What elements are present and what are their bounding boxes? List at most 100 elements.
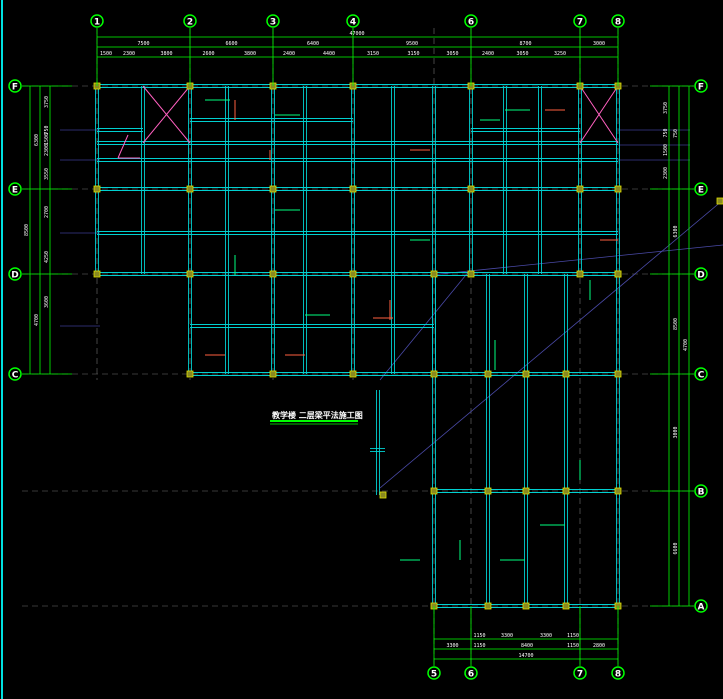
axis-bubble — [694, 79, 708, 93]
axis-bubble — [611, 14, 625, 28]
column — [93, 185, 101, 193]
column — [430, 370, 438, 378]
column — [562, 487, 570, 495]
beam-annotations — [205, 99, 618, 561]
dim-left-row3: 4250 — [44, 251, 50, 263]
column — [349, 370, 357, 378]
column — [522, 370, 530, 378]
column — [186, 370, 194, 378]
axis-bubble — [8, 79, 22, 93]
axis-bubble — [694, 367, 708, 381]
column — [614, 487, 622, 495]
dim-left-row3: 3550 — [44, 168, 50, 180]
axis-bubble — [573, 14, 587, 28]
column — [186, 185, 194, 193]
leader-line — [379, 199, 723, 489]
axis-label: 3 — [270, 17, 276, 27]
dim-bottom-row1: 3300 — [501, 633, 513, 639]
dim-right-row3: 2300 — [663, 167, 669, 179]
dim-left-row3: 3600 — [44, 296, 50, 308]
column — [614, 270, 622, 278]
dim-right-row2: 3000 — [673, 426, 679, 438]
dim-top-row3: 1500 — [100, 51, 112, 57]
axis-bubble — [266, 14, 280, 28]
column — [467, 185, 475, 193]
axis-bubble — [573, 666, 587, 680]
leader-line — [379, 269, 471, 381]
dim-left-row2: 6300 — [34, 134, 40, 146]
dim-right-row2: 750 — [673, 129, 679, 138]
axis-bubble — [8, 182, 22, 196]
dim-bottom-row2: 3300 — [446, 643, 458, 649]
axis-label: 5 — [431, 669, 437, 679]
grid-extension-lines — [22, 28, 694, 666]
leader-line — [429, 244, 723, 276]
axis-bubble — [694, 599, 708, 613]
axis-bubble — [427, 666, 441, 680]
dim-top-total: 47000 — [349, 31, 364, 37]
dim-top-row2: 6600 — [225, 41, 237, 47]
axis-bubble — [346, 14, 360, 28]
dim-right-row3: 1500 — [663, 144, 669, 156]
dim-top-row3: 4400 — [323, 51, 335, 57]
drawing-title-block: 教学楼 二层梁平法施工图 — [270, 410, 363, 425]
axis-label: C — [12, 370, 19, 380]
dim-bottom-row2: 8400 — [521, 643, 533, 649]
beam-layout — [95, 84, 620, 608]
dim-right-row3: 3750 — [663, 102, 669, 114]
dim-bottom-row2: 1150 — [567, 643, 579, 649]
axis-label: C — [698, 370, 705, 380]
column — [269, 270, 277, 278]
axis-label: D — [697, 270, 704, 280]
dim-top-row3: 2300 — [123, 51, 135, 57]
column — [576, 270, 584, 278]
axis-bubble — [183, 14, 197, 28]
axis-bubble — [464, 14, 478, 28]
dim-left-total: 8500 — [24, 224, 30, 236]
stair-bracing — [117, 85, 619, 159]
dim-top-row2: 7500 — [137, 41, 149, 47]
dim-top-row3: 3150 — [407, 51, 419, 57]
axis-label: A — [698, 602, 705, 612]
axis-label: F — [698, 82, 704, 92]
axis-label: 8 — [615, 17, 621, 27]
axis-label: F — [12, 82, 18, 92]
axis-label: B — [698, 487, 705, 497]
dim-top-row2: 9500 — [406, 41, 418, 47]
drawing-title: 教学楼 二层梁平法施工图 — [271, 410, 363, 420]
dim-top-row3: 2600 — [202, 51, 214, 57]
axis-label: 1 — [94, 17, 100, 27]
dim-bottom-row2: 1150 — [473, 643, 485, 649]
column — [467, 270, 475, 278]
column — [614, 370, 622, 378]
column — [186, 270, 194, 278]
column — [349, 270, 357, 278]
axis-label: 7 — [577, 669, 583, 679]
dim-top-row3: 3150 — [367, 51, 379, 57]
dim-right-row2: 6300 — [673, 225, 679, 237]
column — [576, 185, 584, 193]
axis-label: 6 — [468, 17, 474, 27]
dim-left-row3: 750 — [44, 125, 50, 134]
column — [522, 602, 530, 610]
dim-top-row3: 3800 — [244, 51, 256, 57]
column — [430, 487, 438, 495]
dim-top-row2: 3000 — [593, 41, 605, 47]
dim-right-total: 4700 — [683, 339, 689, 351]
axis-bubble — [8, 367, 22, 381]
dim-top-row3: 3800 — [160, 51, 172, 57]
dim-top-row3: 3250 — [554, 51, 566, 57]
axis-bubble — [694, 267, 708, 281]
dim-right-row2: 8500 — [673, 318, 679, 330]
leader-lines — [60, 129, 723, 489]
column — [716, 197, 723, 205]
axis-label: D — [11, 270, 18, 280]
stair-brace — [579, 85, 619, 144]
column — [484, 370, 492, 378]
dim-bottom-row1: 1150 — [567, 633, 579, 639]
column — [484, 602, 492, 610]
dim-top-row3: 2400 — [482, 51, 494, 57]
